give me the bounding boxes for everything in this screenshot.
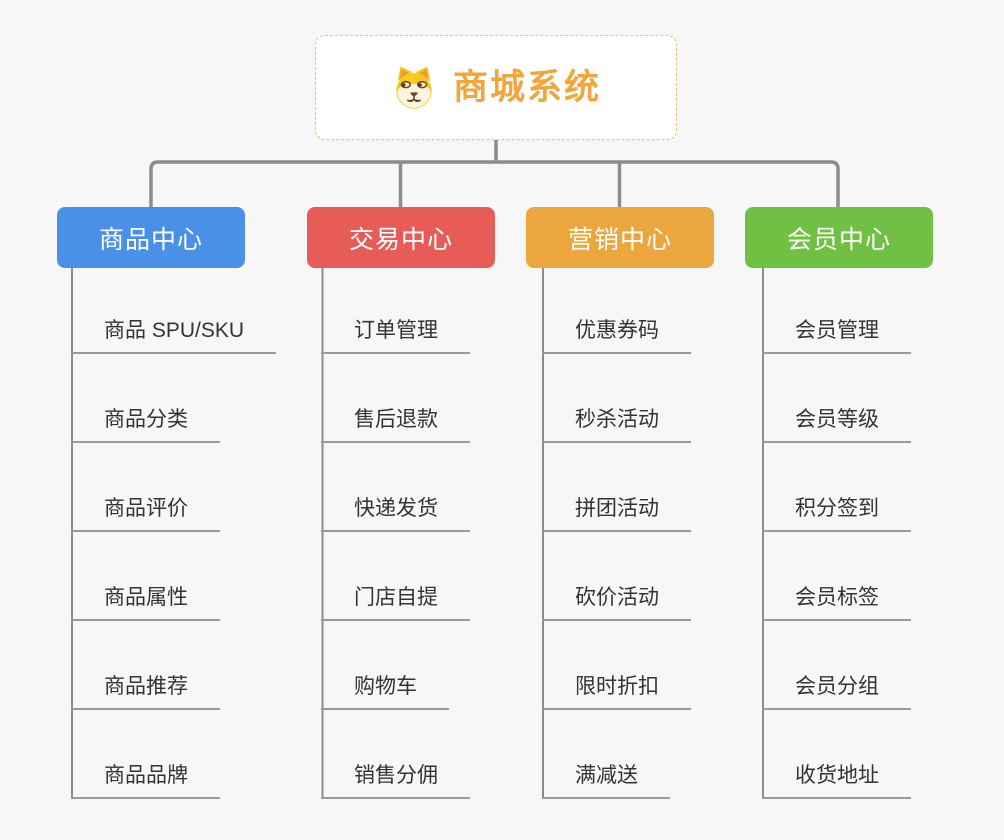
- branch-trade-center[interactable]: 交易中心: [307, 207, 495, 268]
- leaf-group-buy[interactable]: 拼团活动: [542, 496, 691, 532]
- leaf-product-category[interactable]: 商品分类: [71, 407, 220, 443]
- leaf-points-checkin[interactable]: 积分签到: [762, 496, 911, 532]
- leaf-flash-sale[interactable]: 秒杀活动: [542, 407, 691, 443]
- root-node[interactable]: 商城系统: [315, 35, 677, 140]
- leaf-bargain-activity[interactable]: 砍价活动: [542, 585, 691, 621]
- leaf-member-group[interactable]: 会员分组: [762, 674, 911, 710]
- root-title: 商城系统: [452, 68, 601, 107]
- leaf-full-reduction[interactable]: 满减送: [542, 763, 670, 799]
- leaf-aftersale-refund[interactable]: 售后退款: [321, 407, 470, 443]
- leaf-limited-time-discount[interactable]: 限时折扣: [542, 674, 691, 710]
- leaf-store-pickup[interactable]: 门店自提: [321, 585, 470, 621]
- branch-member-center[interactable]: 会员中心: [745, 207, 933, 268]
- leaf-product-recommend[interactable]: 商品推荐: [71, 674, 220, 710]
- leaf-coupon-code[interactable]: 优惠券码: [542, 318, 691, 354]
- dog-face-icon: [396, 65, 432, 109]
- leaf-shipping-address[interactable]: 收货地址: [762, 763, 911, 799]
- connector-rail: [149, 160, 840, 207]
- leaf-order-management[interactable]: 订单管理: [321, 318, 470, 354]
- leaf-member-tag[interactable]: 会员标签: [762, 585, 911, 621]
- leaf-product-attribute[interactable]: 商品属性: [71, 585, 220, 621]
- leaf-product-review[interactable]: 商品评价: [71, 496, 220, 532]
- leaf-member-management[interactable]: 会员管理: [762, 318, 911, 354]
- leaf-product-brand[interactable]: 商品品牌: [71, 763, 220, 799]
- leaf-member-level[interactable]: 会员等级: [762, 407, 911, 443]
- leaf-sales-commission[interactable]: 销售分佣: [321, 763, 470, 799]
- leaf-express-delivery[interactable]: 快递发货: [321, 496, 470, 532]
- branch-product-center[interactable]: 商品中心: [57, 207, 245, 268]
- leaf-product-spu-sku[interactable]: 商品 SPU/SKU: [71, 318, 277, 354]
- branch-marketing-center[interactable]: 营销中心: [526, 207, 714, 268]
- leaf-shopping-cart[interactable]: 购物车: [321, 674, 449, 710]
